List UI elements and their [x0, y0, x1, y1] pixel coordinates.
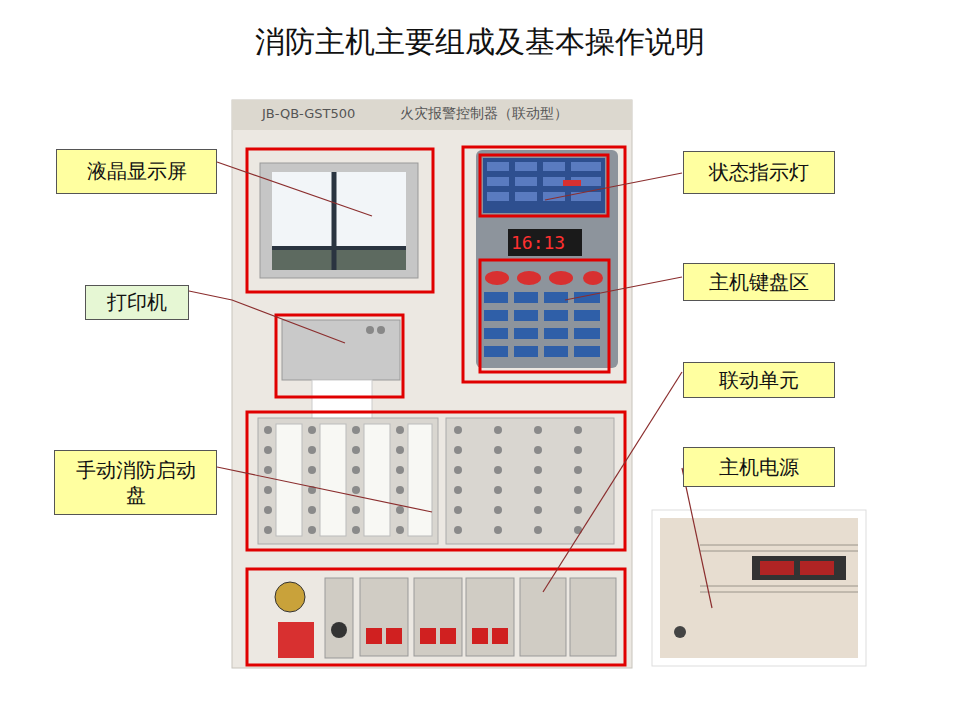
- callout-box: 手动消防启动盘: [54, 450, 217, 515]
- callout-box: 打印机: [85, 285, 189, 320]
- callout-text: 主机电源: [719, 455, 799, 480]
- callout-box: 主机键盘区: [683, 263, 835, 301]
- callout-text: 状态指示灯: [709, 160, 809, 185]
- model-number: JB-QB-GST500: [262, 106, 355, 121]
- callout-text: 联动单元: [719, 368, 799, 393]
- callout-text: 液晶显示屏: [87, 159, 187, 184]
- callout-text: 主机键盘区: [709, 270, 809, 295]
- callout-text: 手动消防启动盘: [69, 458, 202, 508]
- page-title: 消防主机主要组成及基本操作说明: [0, 22, 960, 63]
- callout-box: 联动单元: [683, 362, 835, 398]
- callout-text: 打印机: [107, 290, 167, 315]
- callout-box: 状态指示灯: [683, 151, 835, 194]
- callout-box: 主机电源: [683, 447, 835, 487]
- clock-display: 16:13: [511, 232, 565, 253]
- callout-box: 液晶显示屏: [56, 149, 217, 194]
- panel-name: 火灾报警控制器（联动型）: [400, 105, 568, 123]
